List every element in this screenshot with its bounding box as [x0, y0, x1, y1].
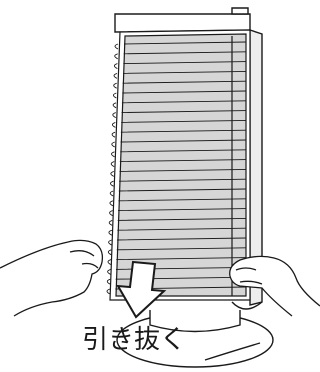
base-stand: [116, 310, 274, 368]
filter-edge-teeth: [106, 43, 119, 295]
purifier-body: [114, 7, 263, 310]
pull-down-arrow-icon: [116, 260, 167, 319]
left-hand: [0, 239, 104, 317]
filter-slats: [115, 41, 247, 290]
right-hand: [229, 255, 320, 317]
filter-cassette: [106, 29, 251, 301]
pull-out-caption: 引き抜く: [82, 325, 187, 355]
